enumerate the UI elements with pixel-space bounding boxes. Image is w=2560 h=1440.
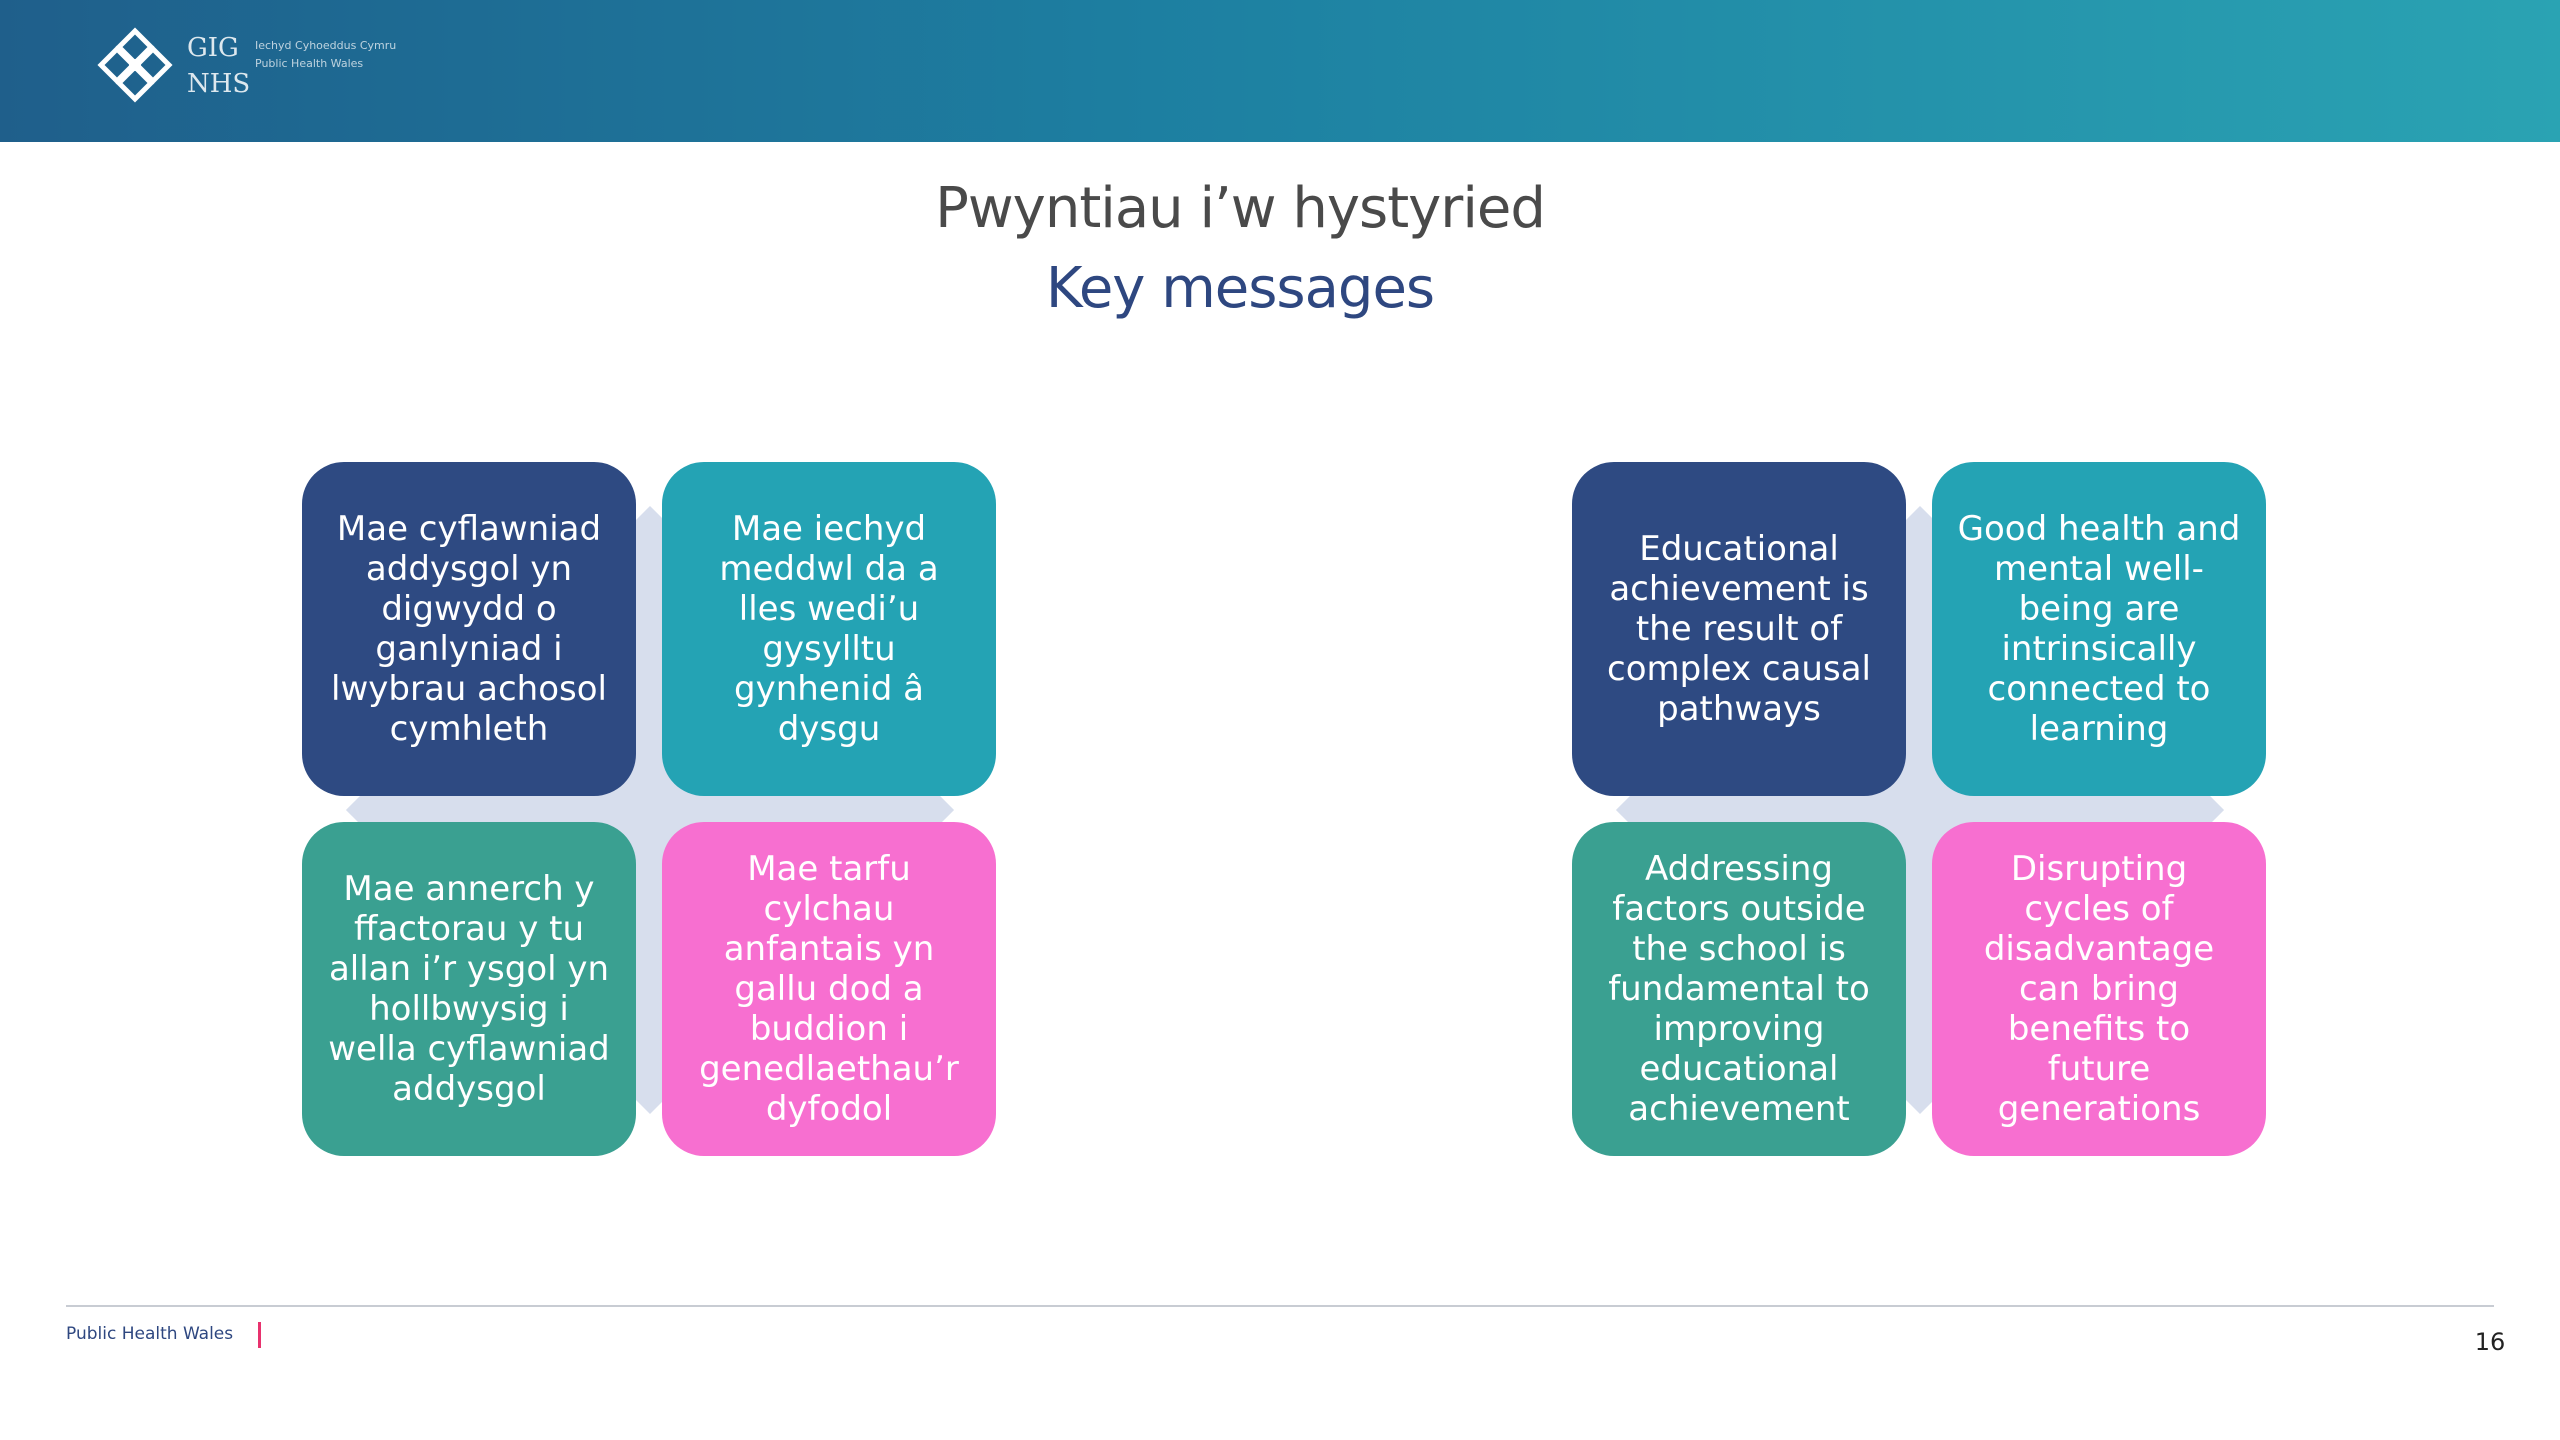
logo-text-nhs: NHS xyxy=(187,69,251,99)
tile-text-line: can bring xyxy=(2018,969,2180,1009)
header-band: GIG NHS Iechyd Cyhoeddus Cymru Public He… xyxy=(0,0,2560,142)
tile-text-line: Mae cyflawniad xyxy=(336,509,602,549)
tile-text-line: mental well- xyxy=(1994,549,2204,589)
page-number: 16 xyxy=(2474,1328,2506,1356)
tile-text-line: gallu dod a xyxy=(734,969,924,1009)
tile-text-line: anfantais yn xyxy=(723,929,935,969)
page-title-english: Key messages xyxy=(1045,256,1435,321)
tile-text-line: generations xyxy=(1997,1089,2201,1129)
tile-text-line: the school is xyxy=(1632,929,1846,969)
tile-text-line: Good health and xyxy=(1957,509,2241,549)
tile-text-line: benefits to xyxy=(2007,1009,2191,1049)
tile-text-line: Mae iechyd xyxy=(731,509,927,549)
footer-accent-bar xyxy=(258,1322,261,1348)
tile-text-line: gysylltu xyxy=(762,629,896,669)
tile-text-line: gynhenid â xyxy=(734,669,924,709)
tile-text-line: ganlyniad i xyxy=(375,629,563,669)
tile-text-line: meddwl da a xyxy=(719,549,939,589)
tile-text-line: wella cyflawniad xyxy=(328,1029,610,1069)
tile-text-line: improving xyxy=(1653,1009,1825,1049)
tile-text-line: Mae annerch y xyxy=(343,869,595,909)
tile-text-line: cymhleth xyxy=(389,709,549,749)
tile-text-line: addysgol yn xyxy=(365,549,573,589)
tile-text-line: learning xyxy=(2029,709,2169,749)
nhs-wales-logo: GIG NHS Iechyd Cyhoeddus Cymru Public He… xyxy=(95,25,396,115)
nhs-wales-knot-icon xyxy=(97,27,173,103)
tile-text-line: hollbwysig i xyxy=(369,989,569,1029)
footer-divider xyxy=(66,1305,2494,1307)
tile-text-line: factors outside xyxy=(1612,889,1866,929)
tile-text-line: Disrupting xyxy=(2010,849,2188,889)
tile-text-line: allan i’r ysgol yn xyxy=(328,949,610,989)
tile-text-line: Educational xyxy=(1639,529,1839,569)
tile-text-line: achievement xyxy=(1628,1089,1850,1129)
tile-text-line: buddion i xyxy=(749,1009,909,1049)
tile-text-line: cycles of xyxy=(2024,889,2174,929)
tile-text-line: dyfodol xyxy=(765,1089,893,1129)
tile-text-line: achievement is xyxy=(1609,569,1869,609)
tile-text-line: ffactorau y tu xyxy=(353,909,585,949)
tile-text-line: disadvantage xyxy=(1983,929,2215,969)
tile-text-line: genedlaethau’r xyxy=(699,1049,959,1089)
tile-text-line: intrinsically xyxy=(2001,629,2197,669)
tile-text-line: lwybrau achosol xyxy=(331,669,607,709)
page-title-welsh: Pwyntiau i’w hystyried xyxy=(935,176,1546,241)
tile-text-line: digwydd o xyxy=(381,589,557,629)
footer-org-name: Public Health Wales xyxy=(66,1324,234,1344)
logo-text-gig: GIG xyxy=(187,33,239,63)
tile-text-line: fundamental to xyxy=(1608,969,1870,1009)
tile-text-line: cylchau xyxy=(763,889,895,929)
tile-text-line: Mae tarfu xyxy=(747,849,911,889)
tile-text-line: connected to xyxy=(1987,669,2211,709)
tile-text-line: being are xyxy=(2018,589,2180,629)
tile-text-line: educational xyxy=(1639,1049,1839,1089)
tile-text-line: the result of xyxy=(1635,609,1843,649)
tile-text-line: Addressing xyxy=(1645,849,1833,889)
tile-text-line: dysgu xyxy=(777,709,881,749)
tile-text-line: future xyxy=(2047,1049,2151,1089)
tile-text-line: lles wedi’u xyxy=(738,589,920,629)
tile-text-line: pathways xyxy=(1657,689,1821,729)
logo-small-text: Iechyd Cyhoeddus Cymru Public Health Wal… xyxy=(255,39,397,70)
tile-text-line: addysgol xyxy=(392,1069,546,1109)
tile-text-line: complex causal xyxy=(1607,649,1871,689)
